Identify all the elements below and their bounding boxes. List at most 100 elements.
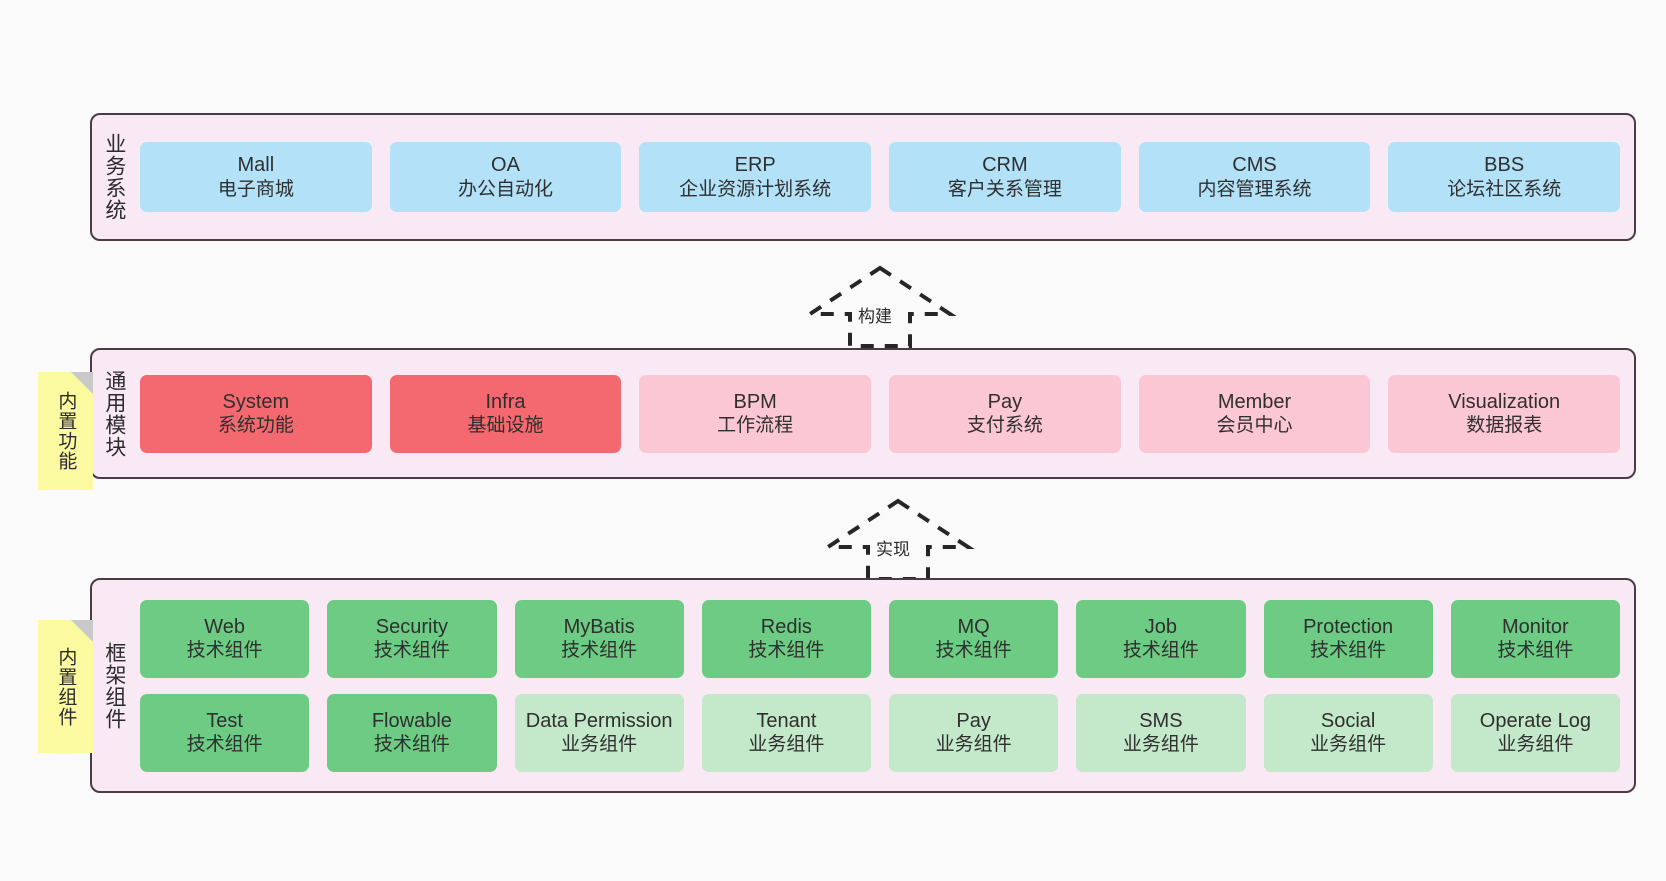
layer-business-system-body: Mall 电子商城 OA 办公自动化 ERP 企业资源计划系统 CRM 客户关系… [136, 115, 1634, 239]
card-title-en: Protection [1303, 615, 1394, 638]
card-title-cn: 业务组件 [748, 734, 825, 756]
card-title-cn: 支付系统 [966, 415, 1043, 437]
card-mq[interactable]: MQ 技术组件 [889, 599, 1059, 678]
card-pay-business[interactable]: Pay 业务组件 [889, 693, 1059, 772]
card-web[interactable]: Web 技术组件 [140, 599, 310, 678]
card-title-cn: 技术组件 [935, 640, 1012, 662]
card-title-en: BPM [733, 390, 777, 413]
card-system[interactable]: System 系统功能 [140, 374, 372, 453]
layer-framework-component-body: Web 技术组件 Security 技术组件 MyBatis 技术组件 Redi… [136, 580, 1634, 791]
card-row: System 系统功能 Infra 基础设施 BPM 工作流程 Pay 支付系统… [140, 374, 1621, 453]
card-row: Web 技术组件 Security 技术组件 MyBatis 技术组件 Redi… [140, 599, 1620, 678]
card-title-cn: 业务组件 [1310, 734, 1387, 756]
card-title-cn: 技术组件 [1310, 640, 1387, 662]
card-data-permission[interactable]: Data Permission 业务组件 [514, 693, 684, 772]
card-title-en: Infra [485, 390, 526, 413]
card-title-cn: 技术组件 [561, 640, 638, 662]
card-title-cn: 工作流程 [717, 415, 794, 437]
card-title-en: Web [204, 615, 245, 638]
card-row: Mall 电子商城 OA 办公自动化 ERP 企业资源计划系统 CRM 客户关系… [140, 142, 1621, 212]
card-title-en: System [222, 390, 290, 413]
card-bpm[interactable]: BPM 工作流程 [639, 374, 872, 453]
card-mybatis[interactable]: MyBatis 技术组件 [514, 599, 684, 678]
card-title-cn: 技术组件 [373, 640, 450, 662]
card-title-en: Visualization [1448, 390, 1561, 413]
card-redis[interactable]: Redis 技术组件 [701, 599, 871, 678]
card-title-cn: 业务组件 [1497, 734, 1574, 756]
card-title-cn: 技术组件 [748, 640, 825, 662]
card-title-cn: 系统功能 [217, 415, 294, 437]
layer-common-module-title: 通用模块 [102, 369, 126, 458]
arrow-build-label: 构建 [858, 307, 892, 326]
card-title-en: MyBatis [563, 615, 635, 638]
card-oa[interactable]: OA 办公自动化 [389, 142, 622, 212]
card-title-en: Redis [760, 615, 812, 638]
card-title-en: Job [1144, 615, 1177, 638]
card-member[interactable]: Member 会员中心 [1138, 374, 1371, 453]
card-erp[interactable]: ERP 企业资源计划系统 [639, 142, 872, 212]
dashed-hollow-arrow-icon [803, 265, 957, 348]
card-title-cn: 客户关系管理 [947, 178, 1062, 200]
card-title-cn: 技术组件 [1497, 640, 1574, 662]
card-protection[interactable]: Protection 技术组件 [1263, 599, 1433, 678]
card-title-en: ERP [734, 154, 776, 177]
card-cms[interactable]: CMS 内容管理系统 [1138, 142, 1371, 212]
card-title-en: Monitor [1502, 615, 1569, 638]
card-pay[interactable]: Pay 支付系统 [889, 374, 1121, 453]
arrow-implement-label: 实现 [876, 540, 910, 559]
card-title-cn: 电子商城 [217, 178, 294, 200]
card-title-cn: 技术组件 [1122, 640, 1199, 662]
card-title-en: Social [1320, 709, 1376, 732]
card-crm[interactable]: CRM 客户关系管理 [889, 142, 1121, 212]
card-bbs[interactable]: BBS 论坛社区系统 [1388, 142, 1621, 212]
card-title-en: SMS [1139, 709, 1183, 732]
card-title-cn: 业务组件 [561, 734, 638, 756]
card-sms[interactable]: SMS 业务组件 [1076, 693, 1246, 772]
card-title-cn: 数据报表 [1466, 415, 1543, 437]
card-title-cn: 基础设施 [467, 415, 544, 437]
card-title-en: Mall [237, 154, 275, 177]
note-builtin-function-label: 内置功能 [55, 391, 77, 471]
card-job[interactable]: Job 技术组件 [1076, 599, 1246, 678]
card-mall[interactable]: Mall 电子商城 [140, 142, 372, 212]
arrow-implement: 实现 [818, 495, 978, 583]
card-tenant[interactable]: Tenant 业务组件 [701, 693, 871, 772]
card-title-en: Data Permission [525, 709, 673, 732]
card-title-cn: 企业资源计划系统 [679, 178, 832, 200]
card-infra[interactable]: Infra 基础设施 [389, 374, 622, 453]
card-social[interactable]: Social 业务组件 [1263, 693, 1433, 772]
card-title-en: Pay [956, 709, 991, 732]
card-title-cn: 内容管理系统 [1197, 178, 1312, 200]
card-monitor[interactable]: Monitor 技术组件 [1450, 599, 1620, 678]
card-title-cn: 技术组件 [186, 734, 263, 756]
card-title-en: MQ [957, 615, 990, 638]
note-builtin-component-label: 内置组件 [55, 646, 77, 727]
card-operate-log[interactable]: Operate Log 业务组件 [1450, 693, 1620, 772]
card-title-cn: 业务组件 [1122, 734, 1199, 756]
card-title-cn: 技术组件 [186, 640, 263, 662]
card-title-en: BBS [1484, 154, 1525, 177]
note-builtin-component: 内置组件 [38, 620, 93, 753]
card-title-en: Test [206, 709, 243, 732]
card-title-en: CMS [1232, 154, 1277, 177]
card-title-en: Tenant [756, 709, 817, 732]
card-title-en: Security [375, 615, 448, 638]
card-title-cn: 技术组件 [373, 734, 450, 756]
card-title-en: OA [491, 154, 520, 177]
card-flowable[interactable]: Flowable 技术组件 [327, 693, 497, 772]
card-test[interactable]: Test 技术组件 [140, 693, 310, 772]
layer-common-module-body: System 系统功能 Infra 基础设施 BPM 工作流程 Pay 支付系统… [136, 350, 1634, 477]
layer-business-system-title: 业务系统 [102, 133, 126, 221]
arrow-build: 构建 [800, 262, 960, 350]
card-title-cn: 会员中心 [1216, 415, 1293, 437]
card-visualization[interactable]: Visualization 数据报表 [1388, 374, 1621, 453]
card-row: Test 技术组件 Flowable 技术组件 Data Permission … [140, 693, 1620, 772]
card-title-en: CRM [982, 154, 1028, 177]
card-title-cn: 论坛社区系统 [1447, 178, 1562, 200]
card-security[interactable]: Security 技术组件 [327, 599, 497, 678]
card-title-cn: 办公自动化 [458, 178, 554, 200]
layer-business-system: 业务系统 Mall 电子商城 OA 办公自动化 ERP 企业资源计划系统 CRM… [90, 113, 1636, 241]
dashed-hollow-arrow-icon [821, 498, 975, 581]
card-title-cn: 业务组件 [935, 734, 1012, 756]
